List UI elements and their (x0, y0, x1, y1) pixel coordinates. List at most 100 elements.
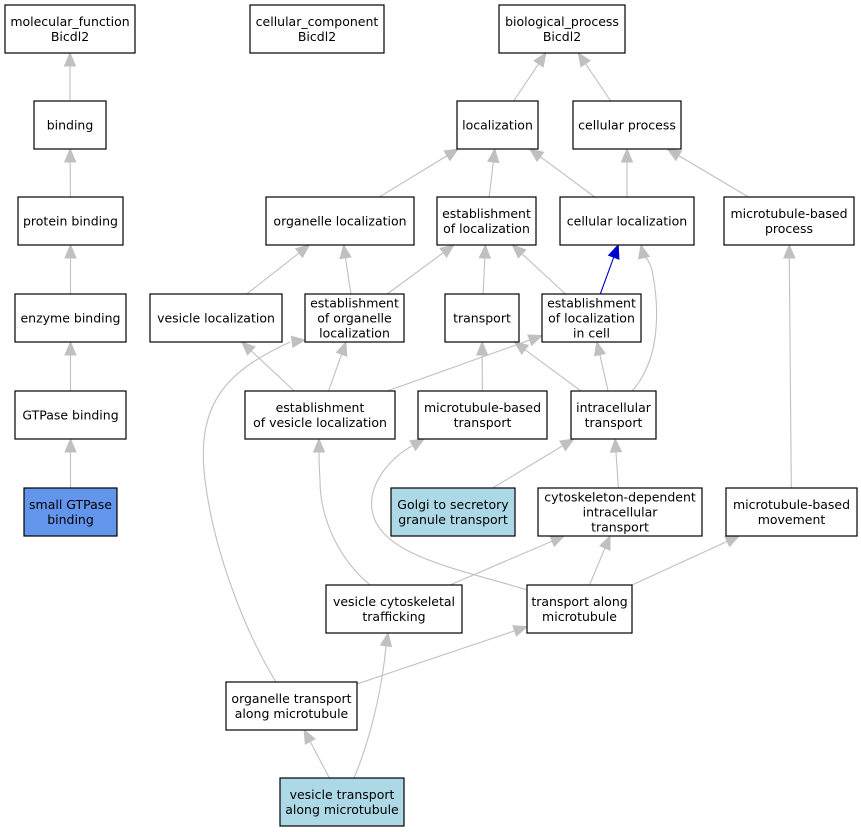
edge-vesicle_transport_along_microtubule-to-vesicle_cytoskeletal_trafficking (353, 631, 393, 779)
edge-arrowhead (294, 244, 311, 259)
edge-microtubule_based_transport-to-transport (475, 340, 489, 392)
edge-arrowhead (511, 244, 527, 259)
node-label-line: microtubule-based (424, 400, 541, 415)
edge-intracellular_transport-to-cellular_localization (631, 243, 658, 392)
edge-arrowhead (512, 625, 529, 637)
node-label-line: vesicle localization (157, 311, 275, 326)
edge-line (539, 156, 595, 198)
edge-arrowhead (63, 147, 77, 163)
edge-line (524, 349, 582, 392)
node-label-line: process (765, 221, 813, 236)
node-label-line: organelle transport (231, 691, 351, 706)
edge-line (589, 547, 606, 586)
edge-arrowhead (240, 341, 256, 356)
edge-arrowhead (64, 437, 77, 453)
edge-line (371, 445, 561, 601)
node-box (570, 390, 657, 440)
edge-vesicle_cytoskeletal_trafficking-to-cytoskeleton_dependent (449, 535, 566, 586)
edge-arrowhead (478, 243, 492, 259)
edge-line (246, 252, 300, 295)
node-label-line: cellular_component (256, 14, 379, 29)
edge-arrowhead (290, 335, 307, 348)
node-cellular-localization[interactable]: cellular localization (559, 196, 695, 246)
node-vesicle-localization[interactable]: vesicle localization (149, 293, 283, 343)
edge-establishment_of_organelle_localization-to-organelle_localization (339, 243, 352, 295)
edge-microtubule_based_movement-to-microtubule_based_process (783, 243, 796, 489)
edge-line (513, 63, 540, 102)
node-label-line: transport (453, 311, 511, 326)
node-protein-binding[interactable]: protein binding (17, 196, 124, 246)
node-organelle-localization[interactable]: organelle localization (265, 196, 415, 246)
node-box (417, 390, 548, 440)
node-label-line: movement (758, 512, 826, 527)
edge-line (250, 350, 295, 392)
edge-arrowhead (607, 243, 620, 260)
node-binding[interactable]: binding (33, 100, 107, 150)
edge-vesicle_cytoskeletal_trafficking-to-establishment_of_vesicle_localization (312, 437, 371, 586)
edge-localization-to-bp (513, 51, 547, 102)
edge-arrowhead (724, 535, 741, 548)
node-gtpase-binding[interactable]: GTPase binding (14, 390, 127, 440)
edge-organelle_localization-to-localization (379, 148, 460, 198)
node-label-line: organelle localization (273, 214, 406, 229)
node-label-line: along microtubule (285, 802, 399, 817)
edge-arrowhead (439, 244, 455, 259)
edge-small_gtpase_binding-to-gtpase_binding (64, 437, 77, 488)
edge-line (379, 155, 448, 198)
edges-layer (63, 51, 796, 779)
edge-arrowhead (528, 148, 545, 163)
node-label-line: establishment (276, 400, 365, 415)
node-box (14, 390, 127, 440)
node-box (244, 390, 396, 440)
node-cellular-process[interactable]: cellular process (572, 100, 682, 150)
edge-vesicle_localization-to-organelle_localization (246, 244, 311, 295)
edge-line (318, 451, 371, 586)
node-cytoskeleton-dependent[interactable]: cytoskeleton-dependentintracellulartrans… (537, 487, 703, 537)
edge-establishment_of_localization_in_cell-to-establishment_of_localization (511, 244, 566, 295)
edge-line (353, 645, 387, 779)
edge-line (492, 445, 563, 489)
node-label-line: transport (454, 415, 512, 430)
edge-arrowhead (609, 437, 623, 453)
node-label-line: cellular process (578, 118, 676, 133)
edge-arrowhead (475, 340, 489, 356)
edge-vesicle_transport_along_microtubule-to-organelle_transport_along_microtubule (303, 728, 330, 779)
edge-protein_binding-to-binding (63, 147, 77, 198)
node-localization[interactable]: localization (456, 100, 539, 150)
edge-establishment_of_localization-to-localization (486, 147, 500, 198)
node-box (225, 681, 358, 731)
edge-establishment_of_vesicle_localization-to-establishment_of_organelle_localization (328, 340, 348, 392)
node-box (436, 196, 537, 246)
node-enzyme-binding[interactable]: enzyme binding (14, 293, 127, 343)
edge-arrowhead (409, 438, 426, 452)
node-box (325, 584, 463, 634)
edge-microtubule_based_process-to-cellular_process (666, 148, 749, 198)
edge-line (678, 155, 749, 198)
node-box (526, 584, 633, 634)
node-label-line: along microtubule (235, 706, 349, 721)
node-transport[interactable]: transport (444, 293, 520, 343)
node-box (249, 4, 385, 54)
edge-organelle_transport_along_microtubule-to-establishment_of_organelle_localization (202, 335, 307, 683)
node-box (4, 4, 136, 54)
edge-line (328, 354, 343, 392)
